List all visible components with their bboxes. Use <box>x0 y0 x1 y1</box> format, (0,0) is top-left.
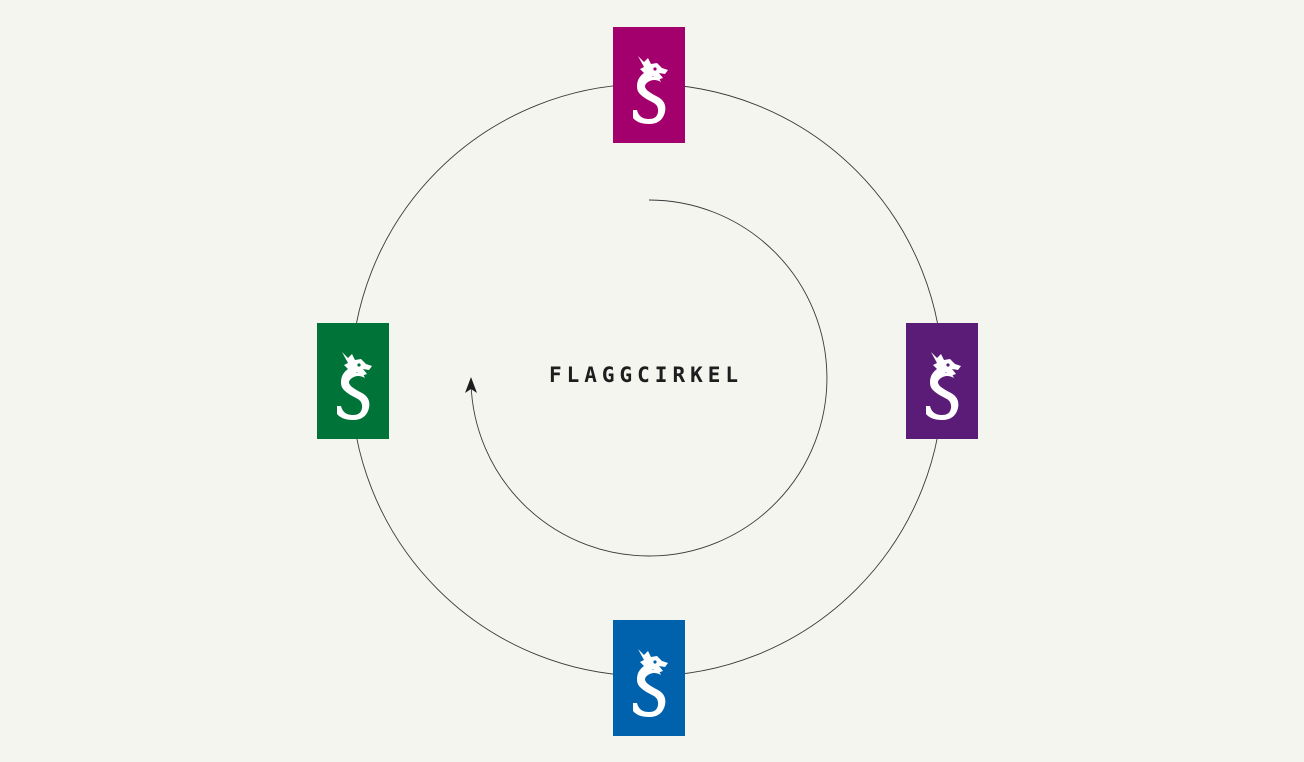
rotation-arc <box>470 199 828 557</box>
diagram-title: FLAGGCIRKEL <box>549 363 743 387</box>
arrow-head-icon <box>465 377 477 393</box>
flag-bottom <box>613 620 685 736</box>
flag-left-field <box>317 323 389 439</box>
flag-bottom-field <box>613 620 685 736</box>
flag-top-field <box>613 27 685 143</box>
flag-top <box>613 27 685 143</box>
flag-right <box>906 323 978 439</box>
flag-left <box>317 323 389 439</box>
flag-right-field <box>906 323 978 439</box>
